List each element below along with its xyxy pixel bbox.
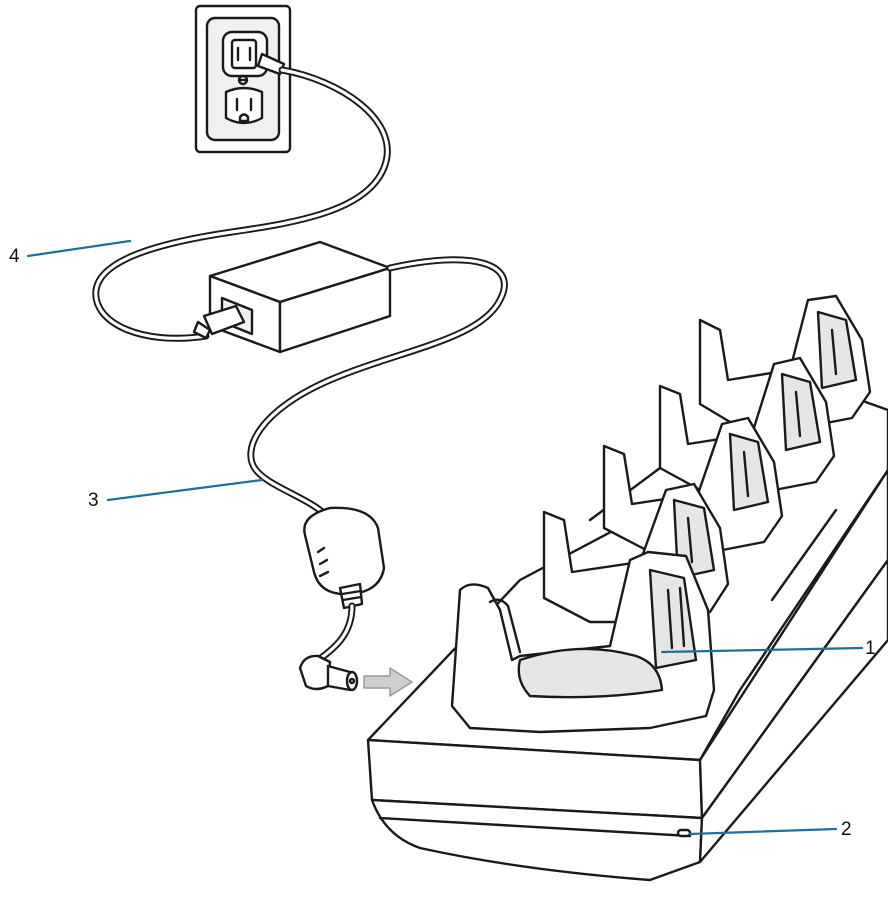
insert-direction-arrow	[364, 668, 412, 696]
leader-4	[28, 241, 130, 256]
led-indicator	[678, 830, 690, 836]
callout-label-4: 4	[9, 247, 20, 266]
callout-label-2: 2	[841, 820, 852, 839]
wall-outlet	[196, 6, 290, 152]
power-supply	[194, 242, 390, 352]
callout-label-3: 3	[88, 491, 99, 510]
callout-label-1: 1	[865, 639, 876, 658]
leader-3	[108, 480, 262, 500]
